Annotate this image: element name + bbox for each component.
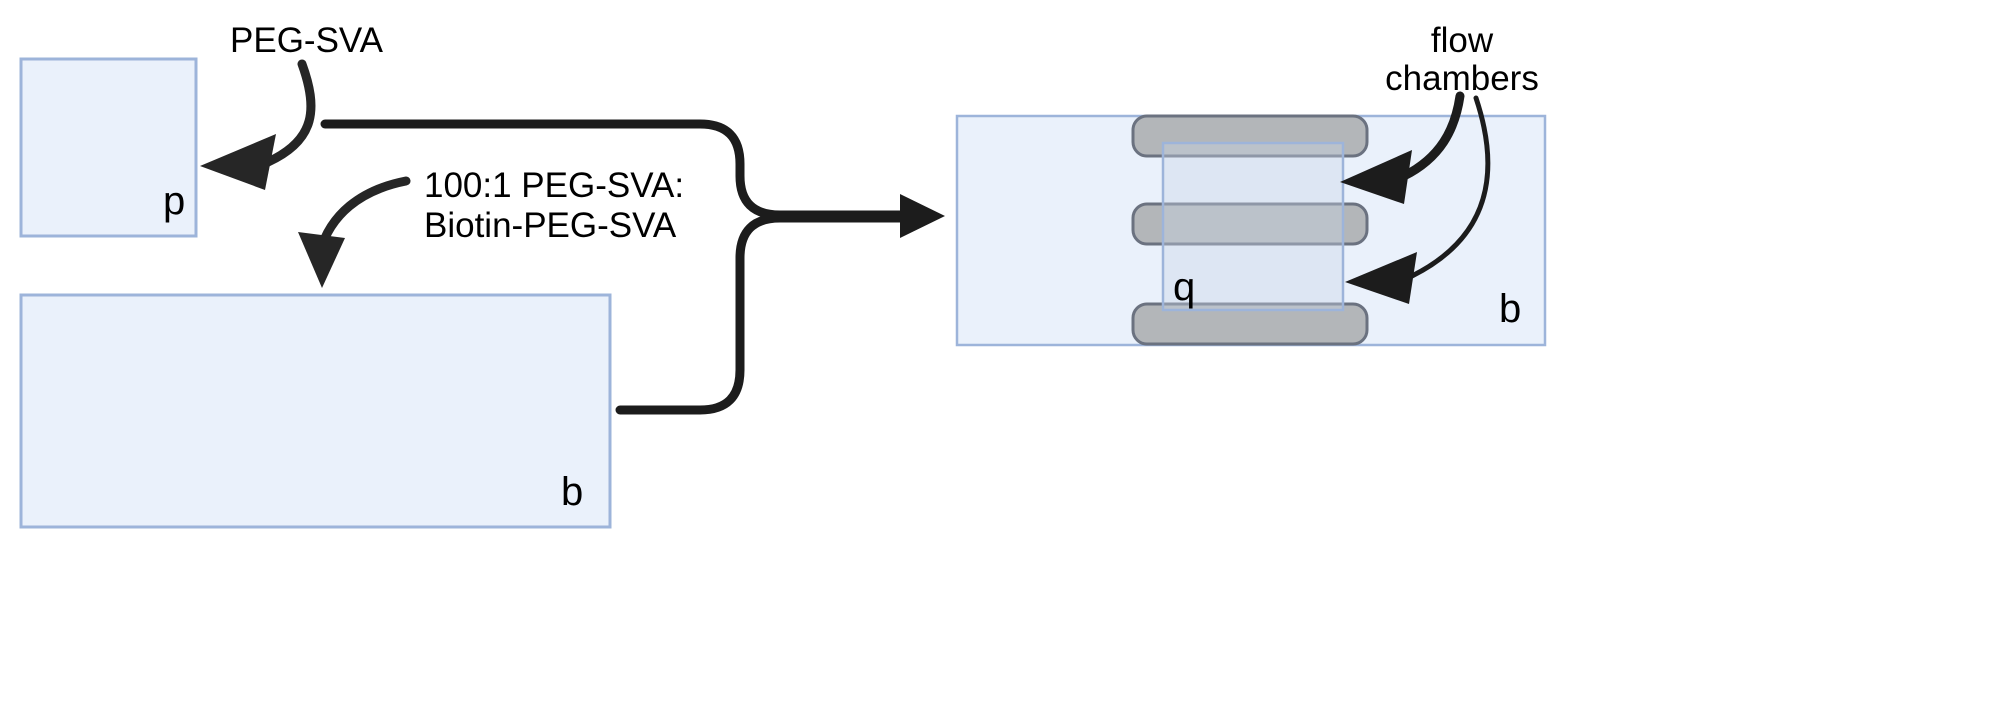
left-slide-label: b (561, 470, 584, 514)
peg-sva-ratio-label-line2: Biotin-PEG-SVA (424, 206, 677, 245)
left-coverslip-rect (19, 57, 198, 238)
flow-chamber-middle (1131, 202, 1369, 246)
right-coverslip-label: q (1173, 265, 1196, 309)
peg-sva-label: PEG-SVA (230, 21, 384, 60)
flow-chamber-bottom (1131, 302, 1369, 346)
flow-chambers-label-line2: chambers (1385, 59, 1539, 98)
right-slide-label: b (1499, 287, 1522, 331)
flow-chamber-top (1131, 114, 1369, 158)
peg-mix-arrow (298, 176, 411, 288)
merge-connector (320, 119, 945, 415)
flow-chambers-arrow-upper (1340, 91, 1465, 204)
left-coverslip-label: p (163, 179, 186, 223)
peg-sva-arrow (200, 59, 316, 190)
peg-sva-ratio-label-line1: 100:1 PEG-SVA: (424, 166, 685, 205)
right-coverslip-rect (1161, 141, 1345, 312)
left-slide-rect (19, 293, 612, 529)
flow-chambers-label-line1: flow (1430, 21, 1494, 60)
flow-chambers-arrow-lower (1345, 95, 1491, 304)
